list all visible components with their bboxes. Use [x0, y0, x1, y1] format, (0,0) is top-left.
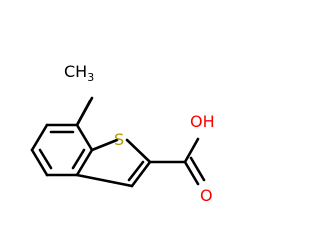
sulfur-label: S	[114, 130, 124, 149]
bond-c2-c3	[130, 160, 152, 188]
methyl-label: CH3	[64, 62, 94, 84]
bond-c3a-c7a	[75, 148, 94, 177]
bond-c5-c4	[30, 148, 49, 177]
bond-c6-c5	[30, 123, 49, 152]
hydroxyl-label: OH	[190, 112, 215, 131]
bond-carboxyl-o-inner	[189, 156, 206, 182]
carbonyl-oxygen-label: O	[200, 186, 213, 205]
bond-carboxyl-oh	[183, 137, 200, 164]
structure-canvas: CH3 S OH O	[30, 62, 215, 205]
bond-c5-c4-inner	[38, 148, 53, 170]
bond-s-c2	[125, 138, 152, 164]
bond-c7a-s	[90, 138, 119, 152]
bond-c7a-c7	[75, 123, 94, 152]
bond-c7-methyl	[75, 96, 94, 127]
molecule-diagram: CH3 S OH O	[30, 62, 215, 205]
bond-c3a-c7a-inner	[71, 148, 86, 170]
bond-c2-c3-inner	[127, 160, 145, 182]
bond-carboxyl-o-outer	[183, 160, 200, 186]
bond-c3-c3a	[75, 173, 134, 188]
